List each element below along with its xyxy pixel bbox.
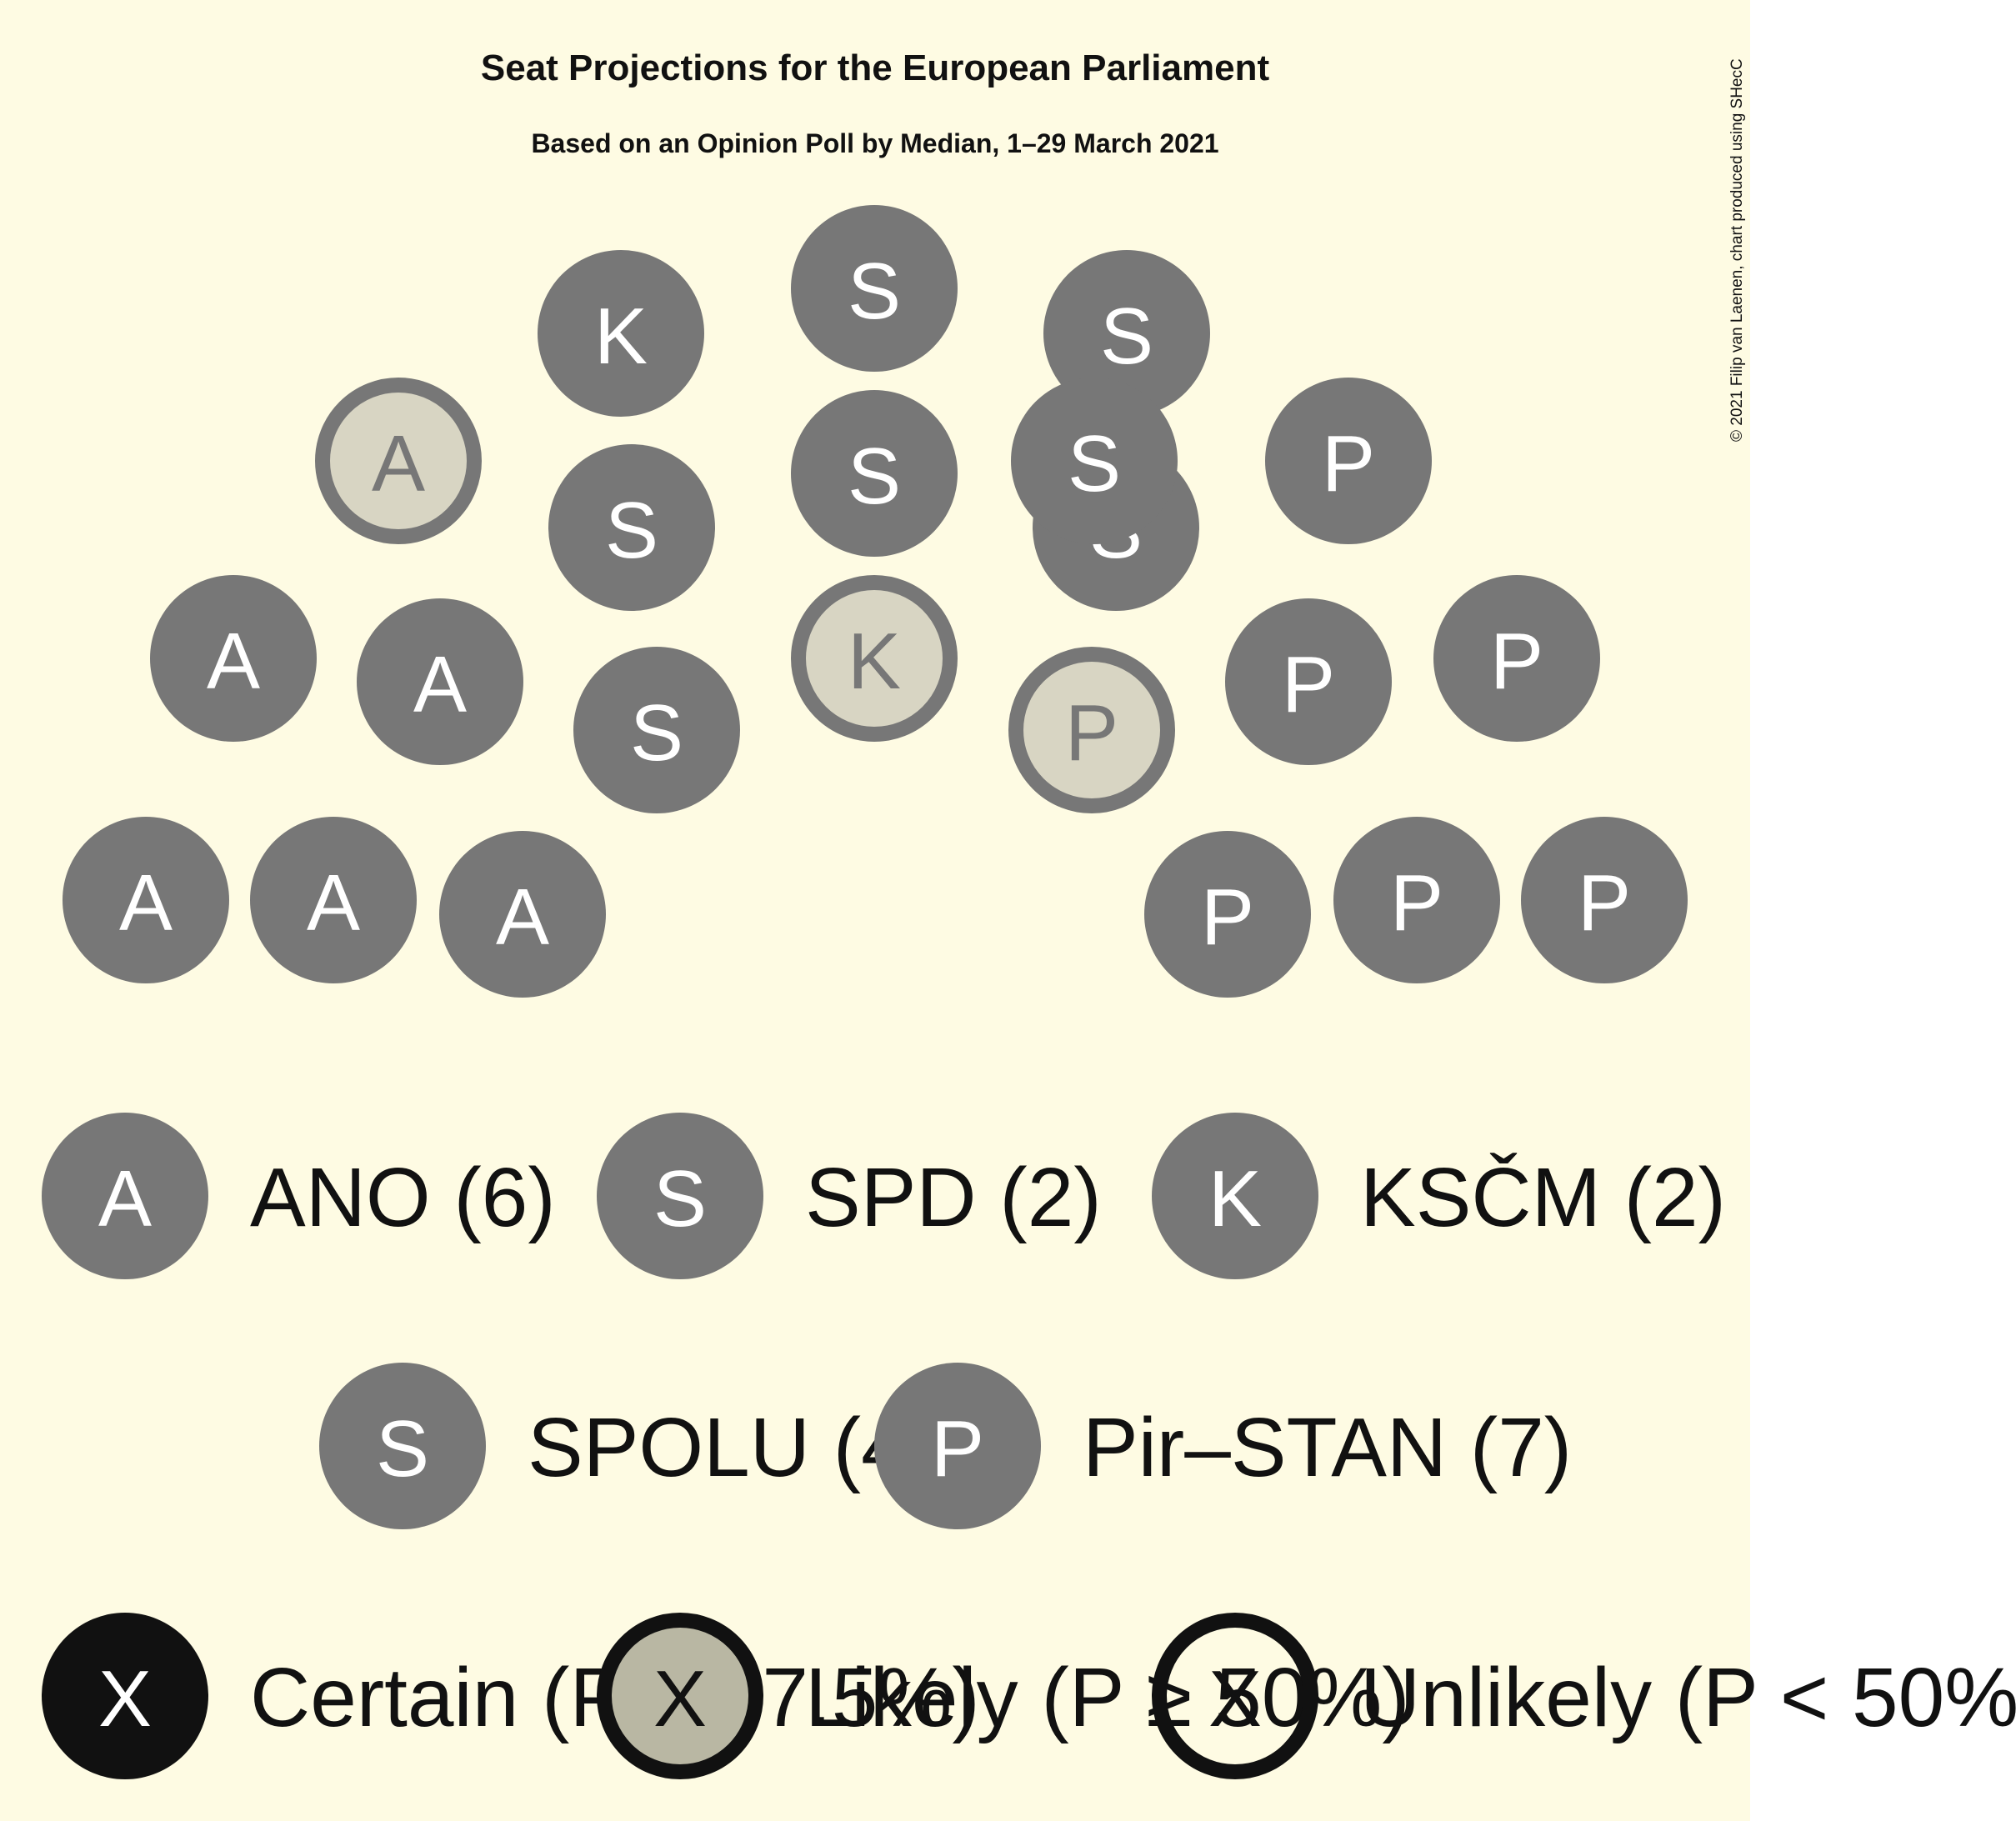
seat-letter: P	[1578, 858, 1631, 948]
seat-mark	[1008, 647, 1175, 813]
seat-letter: K	[594, 292, 648, 381]
seat-mark	[791, 205, 958, 372]
certainty-legend-unlikely: X Unlikely (P < 50%)	[1152, 1613, 2016, 1779]
seat-mark	[538, 250, 704, 417]
legend-swatch	[874, 1363, 1041, 1529]
seat-letter: P	[1390, 858, 1443, 948]
seat-P-certain: P	[1225, 598, 1392, 765]
seat-letter: S	[848, 432, 901, 521]
legend-swatch-letter: S	[376, 1404, 429, 1493]
seat-mark	[1433, 575, 1600, 742]
seat-letter: A	[307, 858, 360, 948]
seat-mark	[150, 575, 317, 742]
seat-group: AAAAAAKSSSSSKSSPPPPPPP	[63, 205, 1688, 998]
seat-mark	[1521, 817, 1688, 983]
legend-swatch	[1152, 1113, 1318, 1279]
seat-letter: S	[1068, 419, 1121, 508]
seat-K-certain: K	[538, 250, 704, 417]
seat-mark	[1225, 598, 1392, 765]
seat-letter: P	[1201, 873, 1254, 962]
seat-S-certain: S	[573, 647, 740, 813]
chart-title: Seat Projections for the European Parlia…	[481, 48, 1270, 88]
seat-mark	[791, 390, 958, 557]
seat-mark	[1144, 831, 1311, 998]
seat-letter: P	[1282, 640, 1335, 729]
legend-label: SPOLU (4)	[528, 1401, 935, 1494]
seat-letter: A	[207, 617, 260, 706]
seat-letter: A	[413, 640, 467, 729]
seat-P-certain: P	[1333, 817, 1500, 983]
seat-A-likely: A	[315, 378, 482, 544]
seat-letter: S	[848, 247, 901, 336]
seat-K-likely: K	[791, 575, 958, 742]
seat-mark	[1333, 817, 1500, 983]
seat-mark	[250, 817, 417, 983]
seat-S-certain: S	[548, 444, 715, 611]
seat-mark	[548, 444, 715, 611]
certainty-label: Unlikely (P < 50%)	[1360, 1651, 2016, 1744]
certainty-swatch	[597, 1613, 763, 1779]
legend-swatch-letter: P	[931, 1404, 984, 1493]
legend-item-spolu: S SPOLU (4)	[319, 1363, 935, 1529]
seat-letter: P	[1490, 617, 1543, 706]
seat-letter: A	[119, 858, 173, 948]
seat-letter: P	[1322, 419, 1375, 508]
seat-S-certain: S	[1043, 250, 1210, 417]
seat-letter: P	[1065, 688, 1118, 778]
seat-mark	[1011, 378, 1178, 544]
legend-swatch	[319, 1363, 486, 1529]
seat-letter: A	[496, 873, 549, 962]
legend-label: SPD (2)	[805, 1151, 1102, 1244]
certainty-swatch	[1152, 1613, 1318, 1779]
legend-label: Pir–STAN (7)	[1083, 1401, 1572, 1494]
seat-P-likely: P	[1008, 647, 1175, 813]
certainty-label: Likely (P ≥ 50%)	[805, 1651, 1410, 1744]
legend-item-ano: A ANO (6)	[42, 1113, 556, 1279]
seat-mark	[573, 647, 740, 813]
legend-swatch	[42, 1113, 208, 1279]
seat-letter: S	[1100, 292, 1153, 381]
seat-P-certain: P	[1265, 378, 1432, 544]
certainty-swatch	[42, 1613, 208, 1779]
seat-letter: A	[372, 419, 425, 508]
legend-swatch	[597, 1113, 763, 1279]
seat-S-certain: S	[1011, 378, 1178, 544]
legend: A ANO (6) S SPD (2) K KSČM (2) S SPOLU (4)P Pir–…	[42, 1113, 2016, 1779]
copyright-notice: © 2021 Filip van Laenen, chart produced …	[1728, 58, 1746, 442]
certainty-swatch-letter: X	[98, 1654, 152, 1743]
seat-P-certain: P	[1521, 817, 1688, 983]
seat-A-certain: A	[439, 831, 606, 998]
seat-letter: S	[605, 486, 658, 575]
seat-P-certain: P	[1144, 831, 1311, 998]
seat-A-certain: A	[250, 817, 417, 983]
seat-A-certain: A	[63, 817, 229, 983]
legend-swatch-letter: K	[1208, 1154, 1262, 1243]
seat-letter: S	[630, 688, 683, 778]
legend-swatch-letter: A	[98, 1154, 152, 1243]
legend-item-pir-stan: P Pir–STAN (7)	[874, 1363, 1572, 1529]
seat-S-certain: S	[791, 390, 958, 557]
certainty-swatch-letter: X	[653, 1654, 707, 1743]
legend-swatch-letter: S	[653, 1154, 707, 1243]
seat-A-certain: A	[357, 598, 523, 765]
legend-item-ks-m: K KSČM (2)	[1152, 1113, 1726, 1279]
seat-mark	[315, 378, 482, 544]
chart-subtitle: Based on an Opinion Poll by Median, 1–29…	[531, 128, 1218, 158]
certainty-swatch-letter: X	[1208, 1654, 1262, 1743]
seat-mark	[1265, 378, 1432, 544]
seat-mark	[63, 817, 229, 983]
seat-mark	[357, 598, 523, 765]
seat-A-certain: A	[150, 575, 317, 742]
legend-label: ANO (6)	[250, 1151, 556, 1244]
seat-mark	[1043, 250, 1210, 417]
seat-mark	[439, 831, 606, 998]
seat-letter: K	[848, 617, 901, 706]
legend-item-spd: S SPD (2)	[597, 1113, 1102, 1279]
seat-P-certain: P	[1433, 575, 1600, 742]
seat-S-certain: S	[791, 205, 958, 372]
legend-label: KSČM (2)	[1360, 1151, 1726, 1244]
seat-mark	[791, 575, 958, 742]
